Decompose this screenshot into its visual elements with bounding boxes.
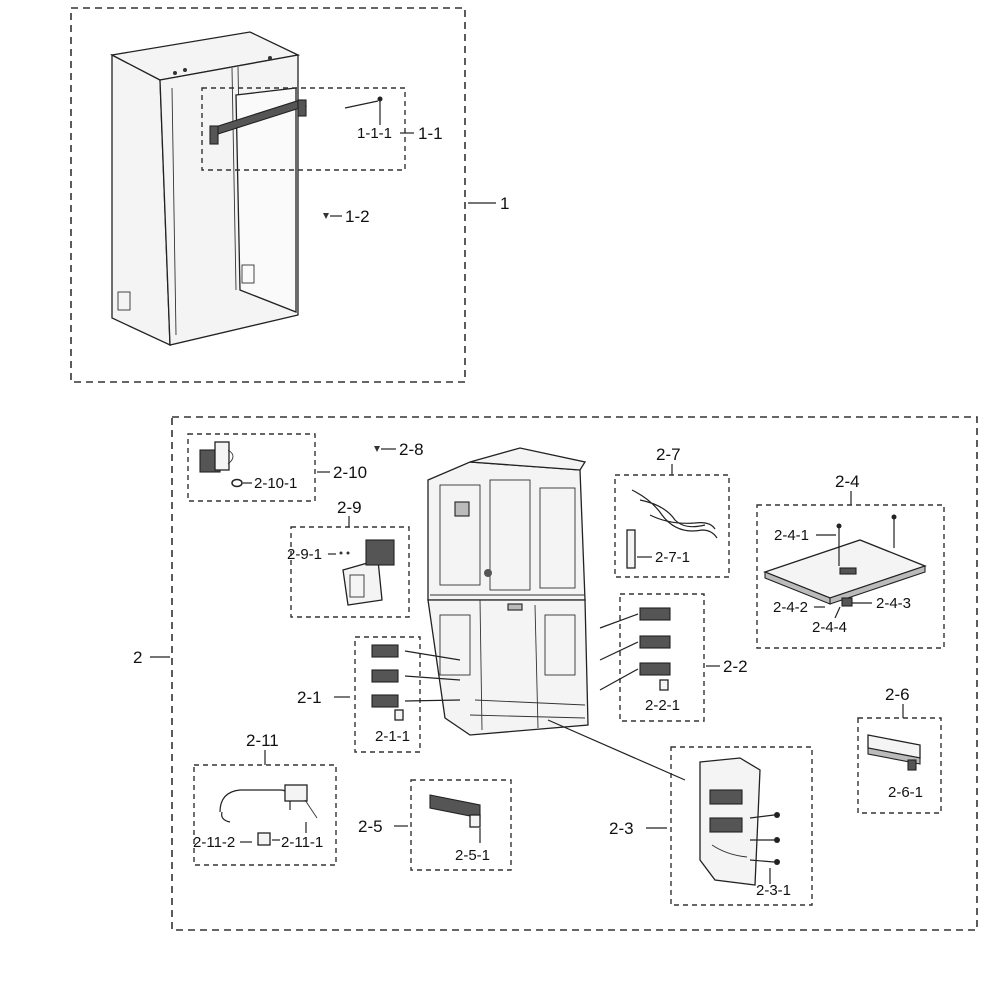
inner-case-drawing <box>427 447 589 736</box>
label-2-7-1: 2-7-1 <box>655 549 690 566</box>
label-2-6-1: 2-6-1 <box>888 784 923 801</box>
cover-panel-part <box>763 539 927 605</box>
label-2: 2 <box>133 648 142 667</box>
group-2-11-frame <box>193 764 337 866</box>
wire-harness-part <box>626 489 718 569</box>
label-2-2: 2-2 <box>723 657 748 676</box>
label-2-5: 2-5 <box>358 817 383 836</box>
shelf-rail-right-part <box>639 607 671 691</box>
group-2-7-frame <box>614 474 730 578</box>
label-2-3: 2-3 <box>609 819 634 838</box>
group-2-6-frame <box>857 717 942 814</box>
water-tube-part <box>219 784 318 823</box>
label-2-10-1: 2-10-1 <box>254 475 297 492</box>
label-2-9-1: 2-9-1 <box>287 546 322 563</box>
label-2-5-1: 2-5-1 <box>455 847 490 864</box>
group-2-9-frame <box>290 526 410 618</box>
cross-bar-part <box>209 99 308 145</box>
label-2-11-1: 2-11-1 <box>281 834 323 851</box>
label-2-8: 2-8 <box>399 440 424 459</box>
label-2-10: 2-10 <box>333 463 367 482</box>
screw-icon <box>323 213 329 219</box>
label-2-6: 2-6 <box>885 685 910 704</box>
shelf-rail-left-part <box>371 644 404 721</box>
sensor-holder-part <box>429 794 481 828</box>
label-2-4-1: 2-4-1 <box>774 527 809 544</box>
group-2-10-frame <box>187 433 316 502</box>
screw-icon <box>374 446 380 452</box>
label-1: 1 <box>500 194 509 213</box>
group-2-5-frame <box>410 779 512 871</box>
side-rail-assembly-part <box>699 757 761 886</box>
label-2-1: 2-1 <box>297 688 322 707</box>
hinge-bracket-part <box>867 734 921 771</box>
label-2-4: 2-4 <box>835 472 860 491</box>
group-1-1-frame <box>201 87 406 171</box>
group-1-frame <box>70 7 466 383</box>
group-2-3-frame <box>670 746 813 906</box>
damper-part <box>199 441 234 473</box>
group-2-4-frame <box>756 504 945 649</box>
label-2-4-4: 2-4-4 <box>812 619 847 636</box>
label-2-4-3: 2-4-3 <box>876 595 911 612</box>
label-2-1-1: 2-1-1 <box>375 728 410 745</box>
label-2-4-2: 2-4-2 <box>773 599 808 616</box>
label-1-1-1: 1-1-1 <box>357 125 392 142</box>
fan-bracket-part <box>342 539 395 606</box>
label-1-1: 1-1 <box>418 124 443 143</box>
label-2-9: 2-9 <box>337 498 362 517</box>
cabinet-drawing <box>109 31 301 347</box>
label-1-2: 1-2 <box>345 207 370 226</box>
group-2-2-frame <box>619 593 705 722</box>
label-2-2-1: 2-2-1 <box>645 697 680 714</box>
label-2-11: 2-11 <box>246 731 279 750</box>
group-2-frame <box>171 416 978 931</box>
label-2-3-1: 2-3-1 <box>756 882 791 899</box>
label-2-7: 2-7 <box>656 445 681 464</box>
label-2-11-2: 2-11-2 <box>193 834 235 851</box>
